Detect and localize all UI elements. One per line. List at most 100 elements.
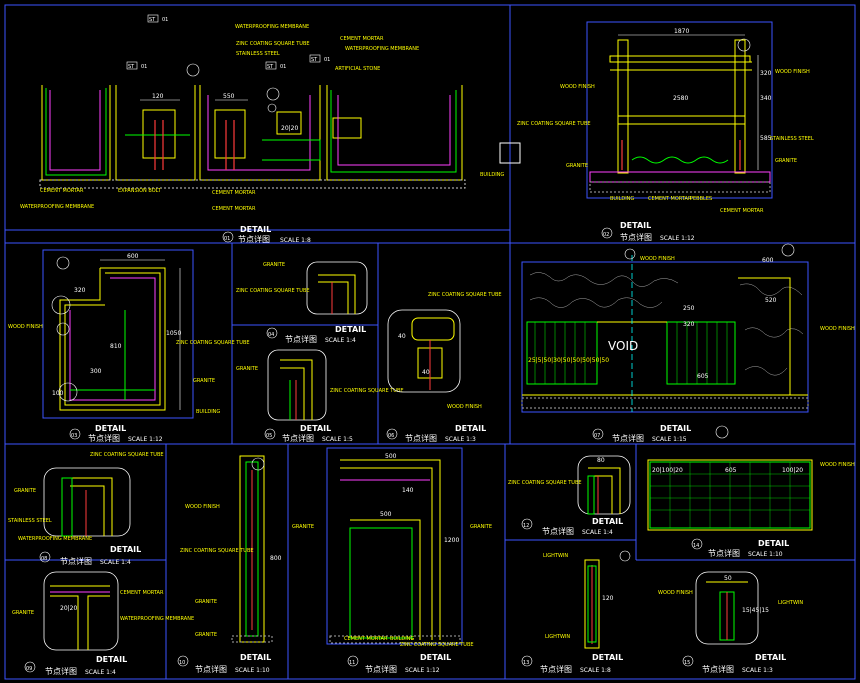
label-wood-10: WOOD FINISH: [185, 504, 220, 510]
dim-d11a: 500: [385, 453, 397, 460]
panel-11-number: 11: [349, 660, 355, 666]
label-zinc-06: ZINC COATING SQUARE TUBE: [428, 292, 502, 298]
label-zinc-05: ZINC COATING SQUARE TUBE: [330, 388, 404, 394]
label-zinc-02: ZINC COATING SQUARE TUBE: [517, 121, 591, 127]
panel-15-number: 15: [684, 660, 690, 666]
panel-03-cn-title: 节点详图: [88, 433, 120, 443]
panel-13-cn-title: 节点详图: [540, 664, 572, 674]
panel-11-title: 11 DETAIL 节点详图 SCALE 1:12: [347, 653, 451, 674]
dim-d03b: 320: [74, 287, 86, 294]
panel-01-title: 01 DETAIL 节点详图 SCALE 1:8: [222, 225, 311, 244]
panel-08-detail: DETAIL: [110, 545, 141, 554]
panel-07-detail: DETAIL: [660, 424, 691, 433]
label-granite-04: GRANITE: [263, 262, 285, 268]
frame-grid: [4, 4, 856, 680]
dim-d03e: 300: [90, 368, 102, 375]
label-zinc-11: ZINC COATING SQUARE TUBE: [400, 642, 474, 648]
panel-08-scale: SCALE 1:4: [100, 559, 131, 566]
dim-d09: 20|20: [60, 605, 77, 612]
dim-d02b: 2580: [673, 95, 688, 102]
dim-d15a: 50: [724, 575, 732, 582]
dim-d10a: 800: [270, 555, 282, 562]
panel-04-drawing: ZINC COATING SQUARE TUBE GRANITE: [236, 261, 368, 315]
panel-15-scale: SCALE 1:3: [742, 667, 773, 674]
panel-09-detail: DETAIL: [96, 655, 127, 664]
panel-02-number: 02: [603, 232, 609, 238]
svg-text:01: 01: [141, 64, 147, 70]
label-wood-15: WOOD FINISH: [658, 590, 693, 596]
label-wood-07b: WOOD FINISH: [640, 256, 675, 262]
panel-08-title: 08 DETAIL 节点详图 SCALE 1:4: [39, 545, 141, 566]
panel-10-scale: SCALE 1:10: [235, 667, 270, 674]
dim-d07a: 600: [762, 257, 774, 264]
label-wood-14: WOOD FINISH: [820, 462, 855, 468]
panel-05-title: 05 DETAIL 节点详图 SCALE 1:5: [264, 424, 353, 443]
label-wood-03: WOOD FINISH: [8, 324, 43, 330]
label-granite-11: GRANITE: [470, 524, 492, 530]
label-zinc-01: ZINC COATING SQUARE TUBE: [236, 41, 310, 47]
svg-text:ST: ST: [128, 64, 135, 70]
label-granite-11b: GRANITE: [292, 524, 314, 530]
panel-03-number: 03: [71, 433, 77, 439]
label-granite-10: GRANITE: [195, 599, 217, 605]
label-cement-01c: CEMENT MORTAR: [212, 190, 256, 196]
panel-07-title: 07 DETAIL 节点详图 SCALE 1:15: [592, 424, 691, 443]
label-wood-02b: WOOD FINISH: [560, 84, 595, 90]
label-granite-02: GRANITE: [566, 163, 588, 169]
panel-15-detail: DETAIL: [755, 653, 786, 662]
label-cement-09: CEMENT MORTAR: [120, 590, 164, 596]
label-zinc-04: ZINC COATING SQUARE TUBE: [236, 288, 310, 294]
dim-d14b: 605: [725, 467, 737, 474]
panel-13-drawing: 120 LIGHTWIN LIGHTWIN: [543, 550, 631, 649]
panel-01-number: 01: [224, 236, 230, 242]
panel-03-title: 03 DETAIL 节点详图 SCALE 1:12: [69, 424, 163, 443]
label-stainless-01: STAINLESS STEEL: [236, 51, 280, 57]
panel-15-title: 15 DETAIL 节点详图 SCALE 1:3: [682, 653, 786, 674]
panel-04-title: 04 DETAIL 节点详图 SCALE 1:4: [266, 325, 366, 344]
panel-14-number: 14: [693, 543, 699, 549]
tag-st-01a: ST 01: [147, 14, 168, 23]
dim-d07f: 25|5|50|30|50|50|50|50|50: [528, 357, 609, 364]
dim-d07e: 605: [697, 373, 709, 380]
panel-07-scale: SCALE 1:15: [652, 436, 687, 443]
panel-06-drawing: 40 40 ZINC COATING SQUARE TUBE WOOD FINI…: [387, 292, 502, 410]
panel-08-cn-title: 节点详图: [60, 556, 92, 566]
label-wood-07: WOOD FINISH: [820, 326, 855, 332]
label-waterproofing-01b: WATERPROOFING MEMBRANE: [345, 46, 419, 52]
label-building-01: BUILDING: [480, 172, 504, 178]
panel-06-detail: DETAIL: [455, 424, 486, 433]
panel-13-title: 13 DETAIL 节点详图 SCALE 1:8: [521, 653, 623, 674]
label-pebbles: PEBBLES: [690, 196, 712, 202]
panel-14-scale: SCALE 1:10: [748, 551, 783, 558]
panel-05-number: 05: [266, 433, 272, 439]
label-building-03: BUILDING: [196, 409, 220, 415]
dim-d15b: 15|45|15: [742, 607, 769, 614]
dim-d14c: 100|20: [782, 467, 803, 474]
panel-11-drawing: 500 500 1200 140 CEMENT MORTAR BUILDING …: [292, 447, 492, 648]
panel-05-drawing: ZINC COATING SQUARE TUBE GRANITE: [236, 349, 404, 421]
dim-d11c: 1200: [444, 537, 459, 544]
dim-d06a: 40: [398, 333, 406, 340]
panel-02-title: 02 DETAIL 节点详图 SCALE 1:12: [601, 221, 695, 242]
panel-04-scale: SCALE 1:4: [325, 337, 356, 344]
panel-01-drawing: 120 550 20|20 WATERPROOFING MEMBRANE ZIN…: [20, 14, 504, 212]
panel-12-detail: DETAIL: [592, 517, 623, 526]
panel-10-number: 10: [179, 660, 185, 666]
panel-10-drawing: 800 ZINC COATING SQUARE TUBE WOOD FINISH…: [180, 455, 282, 643]
panel-14-detail: DETAIL: [758, 539, 789, 548]
dim-d02a: 1870: [674, 28, 689, 35]
dim-d06b: 40: [422, 369, 430, 376]
panel-15-cn-title: 节点详图: [702, 664, 734, 674]
svg-text:ST: ST: [149, 17, 156, 23]
panel-04-number: 04: [268, 332, 274, 338]
label-granite-05: GRANITE: [236, 366, 258, 372]
label-cement-01d: CEMENT MORTAR: [212, 206, 256, 212]
label-waterproofing-01: WATERPROOFING MEMBRANE: [235, 24, 309, 30]
panel-06-number: 06: [388, 433, 394, 439]
dim-d03f: 100: [52, 390, 64, 397]
panel-08-number: 08: [41, 556, 47, 562]
panel-05-detail: DETAIL: [300, 424, 331, 433]
label-wood-06: WOOD FINISH: [447, 404, 482, 410]
dim-d13a: 120: [602, 595, 614, 602]
label-granite-02b: GRANITE: [775, 158, 797, 164]
